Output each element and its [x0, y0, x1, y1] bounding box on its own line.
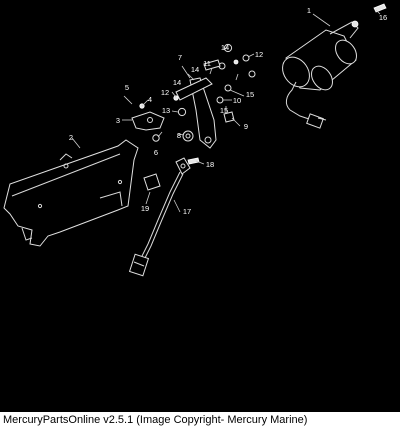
- callout-12b: 12: [161, 88, 169, 97]
- callout-5: 5: [125, 83, 129, 92]
- callout-15a: 15: [246, 90, 254, 99]
- screw-part: [373, 3, 387, 13]
- callout-10: 10: [233, 96, 241, 105]
- callout-3: 3: [116, 116, 120, 125]
- callout-1: 1: [307, 6, 311, 15]
- callout-15b: 15: [220, 106, 228, 115]
- callout-labels: 1 2 3 4 5 6 7 8 9 10 11 12 12 13 14 14 1…: [69, 6, 387, 216]
- callout-12a: 12: [255, 50, 263, 59]
- callout-14b: 14: [191, 65, 199, 74]
- diagram-canvas: 1 2 3 4 5 6 7 8 9 10 11 12 12 13 14 14 1…: [3, 3, 387, 277]
- leader-lines: [71, 9, 381, 213]
- linkage-arm: [175, 77, 217, 149]
- callout-19: 19: [141, 204, 149, 213]
- callout-6: 6: [154, 148, 158, 157]
- callout-2: 2: [69, 133, 73, 142]
- callout-14a: 14: [221, 43, 229, 52]
- sensor-harness: [128, 157, 200, 277]
- callout-17: 17: [183, 207, 191, 216]
- callout-13: 13: [162, 106, 170, 115]
- exploded-parts-diagram: 1 2 3 4 5 6 7 8 9 10 11 12 12 13 14 14 1…: [0, 0, 400, 412]
- callout-16: 16: [379, 13, 387, 22]
- callout-8: 8: [177, 131, 181, 140]
- callout-4: 4: [148, 95, 152, 104]
- callout-11: 11: [203, 59, 211, 68]
- mounting-bracket: [3, 139, 139, 247]
- callout-14c: 14: [173, 78, 181, 87]
- callout-18: 18: [206, 160, 214, 169]
- callout-7: 7: [178, 53, 182, 62]
- copyright-caption: MercuryPartsOnline v2.5.1 (Image Copyrig…: [0, 412, 400, 429]
- motor-assembly: [282, 20, 359, 129]
- callout-9: 9: [244, 122, 248, 131]
